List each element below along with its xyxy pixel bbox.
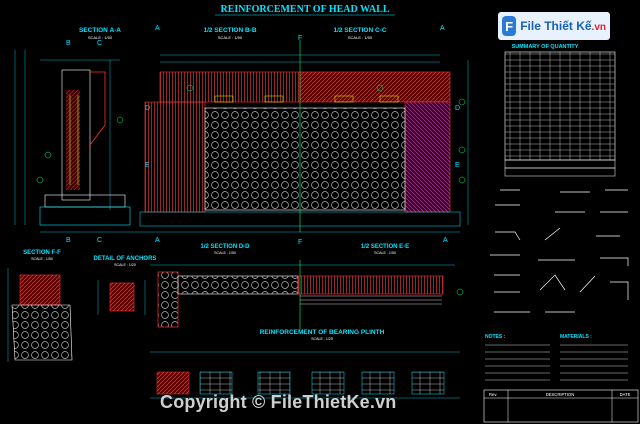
main-title: REINFORCEMENT OF HEAD WALL: [220, 4, 389, 15]
brand-badge[interactable]: F File Thiết Kế.vn: [498, 12, 610, 40]
marker-a-bl: A: [155, 237, 160, 244]
section-d-title: 1/2 SECTION D-D: [200, 244, 250, 250]
summary-title: SUMMARY OF QUANTITY: [512, 44, 579, 50]
title-block-date: DATE: [620, 392, 631, 397]
anchor-scale: SCALE : 1/20: [114, 263, 136, 267]
marker-e-right: E: [455, 162, 460, 169]
notes-title: NOTES :: [485, 334, 506, 340]
section-c-title: 1/2 SECTION C-C: [333, 27, 386, 34]
marker-a-tl: A: [155, 25, 160, 32]
marker-d-right: D: [455, 105, 460, 112]
marker-f-top: F: [298, 35, 302, 42]
summary-of-quantity: SUMMARY OF QUANTITY: [504, 44, 616, 177]
detail-of-anchors: DETAIL OF ANCHORS SCALE : 1/20: [94, 256, 157, 315]
section-f-title: SECTION F-F: [23, 250, 61, 256]
section-b-c: 1/2 SECTION B-B SCALE : 1/50 1/2 SECTION…: [130, 27, 469, 233]
marker-a-br: A: [443, 237, 448, 244]
anchor-title: DETAIL OF ANCHORS: [94, 256, 157, 262]
brand-name: File Thiết Kế.vn: [520, 19, 606, 33]
bar-shape-details: [490, 189, 629, 313]
section-c-scale: SCALE : 1/50: [348, 35, 373, 40]
title-block-description: DESCRIPTION: [546, 392, 575, 397]
title-block-rev: Rev.: [489, 392, 497, 397]
marker-a-tr: A: [440, 25, 445, 32]
section-a-title: SECTION A-A: [79, 27, 121, 34]
bearing-plinth: REINFORCEMENT OF BEARING PLINTH SCALE : …: [150, 329, 460, 399]
marker-b-bottom: B: [66, 237, 71, 244]
section-a-a: SECTION A-A SCALE : 1/50: [14, 27, 131, 233]
section-d-scale: SCALE : 1/50: [214, 251, 236, 255]
section-f-f: SECTION F-F SCALE : 1/50: [7, 250, 73, 362]
marker-f-bottom: F: [298, 239, 302, 246]
brand-name-text: File Thiết Kế: [520, 19, 592, 33]
section-f-scale: SCALE : 1/50: [31, 257, 53, 261]
bearing-scale: SCALE : 1/25: [311, 337, 333, 341]
section-b-scale: SCALE : 1/50: [218, 35, 243, 40]
bearing-title: REINFORCEMENT OF BEARING PLINTH: [260, 329, 385, 336]
marker-c-top: C: [97, 40, 102, 47]
section-b-title: 1/2 SECTION B-B: [203, 27, 256, 34]
section-a-scale: SCALE : 1/50: [88, 35, 113, 40]
brand-logo-icon: F: [502, 16, 517, 36]
brand-domain: .vn: [591, 22, 606, 33]
title-block: Rev. DESCRIPTION DATE: [483, 389, 639, 423]
copyright-watermark: Copyright © FileThietKe.vn: [160, 392, 397, 412]
marker-b-top: B: [66, 40, 71, 47]
section-d-e: 1/2 SECTION D-D SCALE : 1/50 1/2 SECTION…: [150, 244, 464, 330]
section-e-scale: SCALE : 1/50: [374, 251, 396, 255]
marker-c-bottom: C: [97, 237, 102, 244]
materials-title: MATERIALS :: [560, 334, 592, 340]
notes-materials: NOTES : MATERIALS :: [485, 334, 628, 381]
section-e-title: 1/2 SECTION E-E: [361, 244, 409, 250]
